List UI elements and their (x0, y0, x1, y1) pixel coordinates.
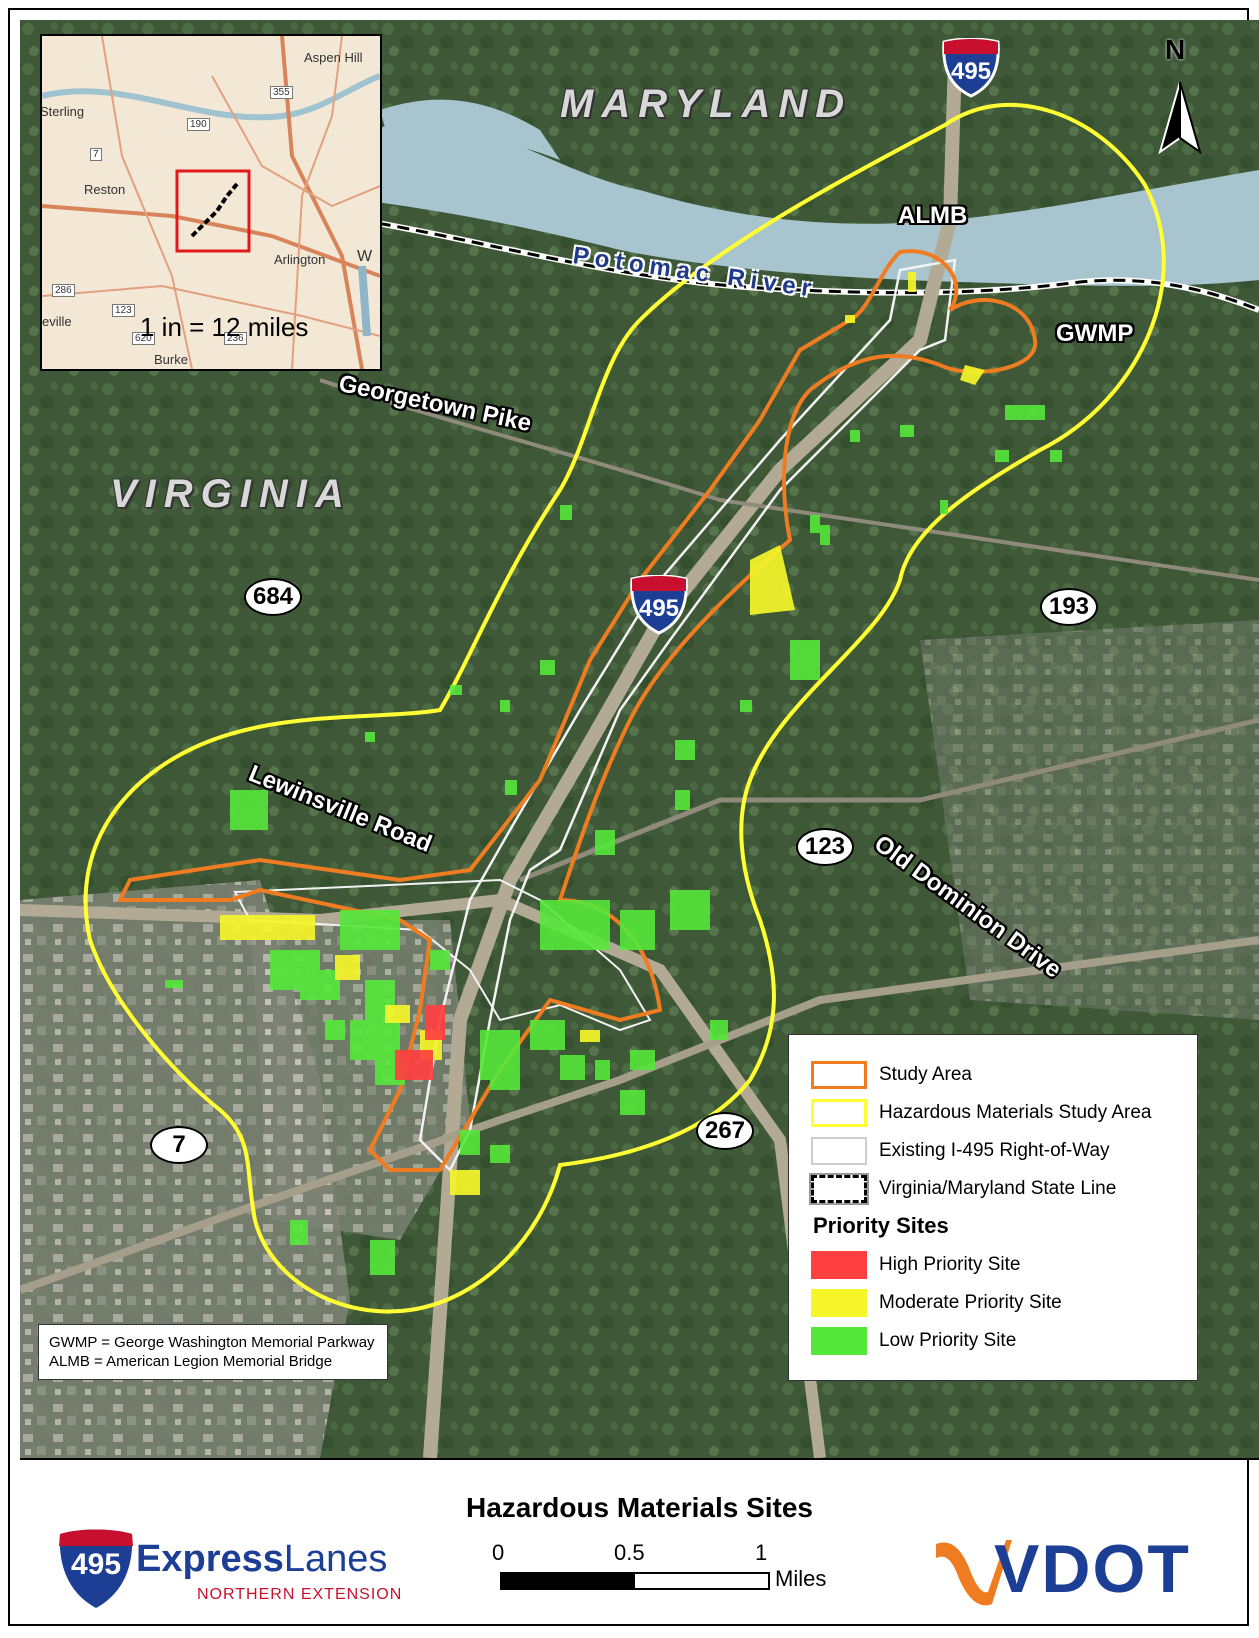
inset-place-label: eville (42, 314, 72, 329)
legend-label: Virginia/Maryland State Line (879, 1178, 1117, 1199)
north-label: N (1165, 34, 1186, 65)
legend-priority-title: Priority Sites (813, 1213, 949, 1238)
inset-place-label: W (357, 248, 373, 265)
express-lanes-shield-icon (59, 1529, 133, 1608)
inset-locator-map: Aspen Hill Sterling Reston Arlington Bur… (40, 34, 382, 371)
interstate-number: 495 (950, 58, 992, 85)
inset-place-label: Burke (154, 352, 188, 367)
map-frame: Aspen Hill Sterling Reston Arlington Bur… (8, 8, 1259, 1626)
potomac-river (360, 119, 1259, 286)
route-123-road (519, 717, 1259, 883)
scale-segment-empty (633, 1572, 770, 1590)
scale-tick-label: 0.5 (614, 1540, 645, 1565)
map-canvas (20, 20, 1259, 1458)
scale-segment-filled (500, 1572, 637, 1590)
scale-tick-label: 0 (492, 1540, 505, 1565)
hazmat-study-area (83, 102, 1166, 1314)
inset-route-marker: 620 (132, 332, 155, 345)
legend-label: Moderate Priority Site (879, 1292, 1062, 1313)
logo-word-express: Express (136, 1538, 284, 1580)
map-area: Aspen Hill Sterling Reston Arlington Bur… (20, 20, 1259, 1458)
inset-place-label: Arlington (274, 252, 326, 267)
legend-label: Hazardous Materials Study Area (879, 1102, 1152, 1123)
route-marker-267: 267 (696, 1112, 754, 1150)
inset-route-marker: 190 (187, 118, 210, 131)
page-title: Hazardous Materials Sites (465, 1492, 814, 1523)
georgetown-pike-road (319, 378, 1259, 582)
inset-route-marker: 286 (52, 284, 75, 297)
state-label-maryland: MARYLAND (560, 82, 853, 126)
interstate-shield-icon (630, 575, 688, 635)
vdot-logo: VDOT (932, 1530, 1232, 1620)
river-channel (380, 99, 560, 160)
legend-swatch (811, 1251, 867, 1279)
route-marker-123: 123 (796, 828, 854, 866)
inset-extent-box (175, 169, 251, 253)
interstate-number: 495 (638, 595, 680, 622)
route-marker-193: 193 (1040, 588, 1098, 626)
inset-place-label: Sterling (40, 104, 85, 119)
inset-route-marker: 123 (112, 304, 135, 317)
inset-route-marker: 7 (90, 148, 102, 161)
moderate-priority-sites (220, 272, 985, 1195)
logo-wordmark: ExpressLanes (136, 1538, 387, 1581)
interstate-shield-center: 495 (628, 575, 690, 635)
urban-area-east (920, 620, 1259, 1020)
legend-swatch (811, 1061, 867, 1089)
legend-label: High Priority Site (879, 1254, 1021, 1275)
inset-place-label: Aspen Hill (304, 50, 363, 65)
high-priority-sites (395, 1005, 445, 1080)
footer-panel: Hazardous Materials Sites 495 ExpressLan… (20, 1458, 1259, 1638)
low-priority-sites (165, 405, 1062, 1275)
note-line: ALMB = American Legion Memorial Bridge (49, 1353, 333, 1370)
scale-bar: 0 0.5 1 Miles (490, 1540, 870, 1610)
note-line: GWMP = George Washington Memorial Parkwa… (49, 1334, 375, 1351)
legend-swatch (809, 1173, 869, 1205)
inset-route-marker: 236 (224, 332, 247, 345)
express-lanes-logo: 495 ExpressLanes NORTHERN EXTENSION (56, 1528, 416, 1618)
legend-swatch (811, 1289, 867, 1317)
study-area (116, 249, 1038, 1172)
interstate-shield-north: 495 (940, 38, 1002, 98)
scale-unit: Miles (775, 1566, 827, 1591)
state-label-virginia: VIRGINIA (110, 472, 352, 516)
legend-swatch (811, 1099, 867, 1127)
vdot-swoosh-icon (936, 1540, 1012, 1606)
legend-swatch (811, 1327, 867, 1355)
inset-route-marker: 355 (270, 86, 293, 99)
legend-label: Existing I-495 Right-of-Way (879, 1140, 1110, 1161)
route-7-road (20, 936, 1259, 1294)
logo-word-lanes: Lanes (283, 1538, 388, 1580)
vdot-wordmark: VDOT (994, 1531, 1191, 1607)
abbreviation-note: GWMP = George Washington Memorial Parkwa… (38, 1324, 388, 1380)
legend-label: Low Priority Site (879, 1330, 1017, 1351)
legend-label: Study Area (879, 1064, 972, 1085)
logo-shield-number: 495 (70, 1548, 122, 1581)
route-marker-7: 7 (150, 1126, 208, 1164)
road-label-gwmp: GWMP (1056, 320, 1134, 347)
interstate-shield-icon (942, 38, 1000, 98)
road-label-almb: ALMB (898, 202, 968, 229)
map-legend: Study Area Hazardous Materials Study Are… (788, 1034, 1198, 1381)
north-arrow-icon (1158, 81, 1202, 155)
inset-place-label: Reston (84, 182, 126, 197)
scale-tick-label: 1 (755, 1540, 768, 1565)
inset-scale-text: 1 in = 12 miles (140, 312, 309, 342)
state-line (359, 218, 1259, 312)
logo-subtitle: NORTHERN EXTENSION (197, 1586, 403, 1603)
legend-swatch (811, 1137, 867, 1165)
route-marker-684: 684 (244, 578, 302, 616)
